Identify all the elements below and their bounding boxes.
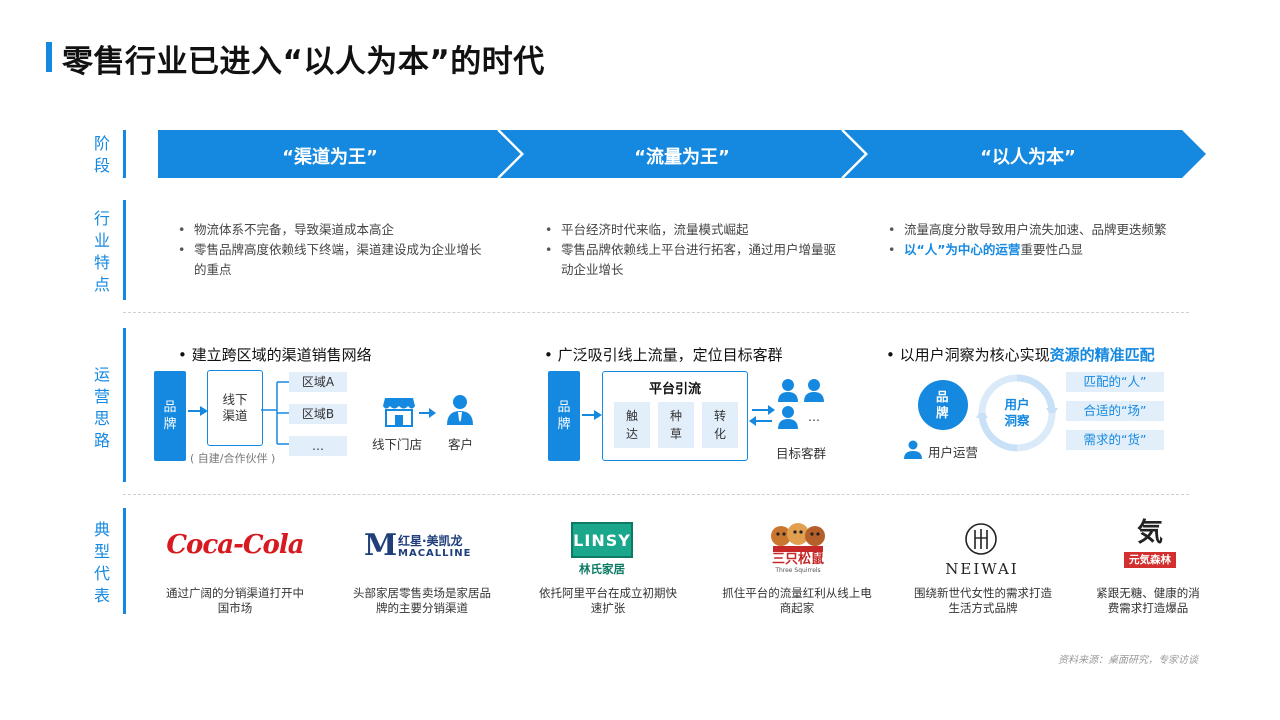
logo-macalline: M 红星·美凯龙 MACALLINE bbox=[364, 528, 472, 563]
features-col3: 流量高度分散导致用户流失加速、品牌更迭频繁 以“人”为中心的运营重要性凸显 bbox=[886, 220, 1196, 260]
logo-neiwai-text: NEIWAI bbox=[945, 560, 1019, 578]
user-insight-label: 用户洞察 bbox=[1004, 397, 1030, 428]
self-partner-note: ( 自建/合作伙伴 ) bbox=[190, 452, 276, 465]
insight-cycle-icon bbox=[976, 374, 1058, 452]
features-col2: 平台经济时代来临，流量模式崛起 零售品牌依赖线上平台进行拓客，通过用户增量驱动企… bbox=[543, 220, 848, 280]
stage-chevron-1 bbox=[158, 130, 522, 178]
region-more: … bbox=[289, 436, 347, 456]
logo-coca-cola: Coca-Cola bbox=[166, 530, 304, 560]
stage-3-label: “以人为本” bbox=[980, 147, 1076, 168]
three-squirrels-mascot-icon bbox=[771, 523, 825, 552]
feature-item: 平台经济时代来临，流量模式崛起 bbox=[543, 220, 848, 240]
stage-1-label: “渠道为王” bbox=[282, 147, 378, 168]
customer-icon bbox=[447, 395, 473, 425]
ops-col3-heading: 以用户洞察为核心实现资源的精准匹配 bbox=[886, 344, 1155, 365]
user-ops-label: 用户运营 bbox=[928, 445, 979, 460]
example-desc-neiwai: 围绕新世代女性的需求打造生活方式品牌 bbox=[914, 586, 1052, 615]
source-note: 资料来源：桌面研究，专家访谈 bbox=[1058, 655, 1198, 666]
stage-chevrons bbox=[158, 130, 1206, 179]
tag-place: 合适的“场” bbox=[1066, 401, 1164, 421]
arrow-icon bbox=[419, 408, 436, 418]
feature-item: 物流体系不完备，导致渠道成本高企 bbox=[176, 220, 486, 240]
step-seed: 种草 bbox=[658, 402, 694, 448]
ops-col1-heading: 建立跨区域的渠道销售网络 bbox=[178, 344, 372, 365]
logo-three-squirrels-cn: 三只松鼠 bbox=[771, 552, 824, 567]
example-desc-macalline: 头部家居零售卖场是家居品牌的主要分销渠道 bbox=[353, 586, 491, 615]
exchange-arrows-icon bbox=[749, 405, 775, 426]
step-reach: 触达 bbox=[614, 402, 650, 448]
target-group-label: 目标客群 bbox=[776, 446, 827, 461]
logo-genki-mark: 気 bbox=[1136, 518, 1163, 548]
store-label: 线下门店 bbox=[372, 437, 423, 452]
arrow-icon bbox=[582, 410, 602, 420]
logo-linsy-cn: 林氏家居 bbox=[579, 562, 625, 576]
row-line-stage bbox=[123, 130, 126, 178]
ops-col2-heading: 广泛吸引线上流量，定位目标客群 bbox=[544, 344, 783, 365]
stage-chevron-2 bbox=[500, 130, 866, 178]
target-more: … bbox=[808, 410, 820, 424]
region-b: 区域B bbox=[289, 404, 347, 424]
row-label-features: 行业特点 bbox=[94, 209, 111, 294]
ops-col3-brand-circle: 品牌 bbox=[918, 380, 968, 430]
neiwai-emblem-icon bbox=[965, 523, 997, 555]
store-icon bbox=[383, 398, 415, 427]
row-line-features bbox=[123, 200, 126, 300]
customer-label: 客户 bbox=[448, 437, 474, 452]
feature-item: 零售品牌高度依赖线下终端，渠道建设成为企业增长的重点 bbox=[176, 240, 486, 280]
ops-offline-channel-box: 线下渠道 bbox=[207, 370, 263, 446]
branch-lines bbox=[261, 381, 291, 445]
platform-label: 平台引流 bbox=[648, 382, 701, 397]
example-desc-genki: 紧跟无糖、健康的消费需求打造爆品 bbox=[1096, 586, 1200, 615]
row-label-examples: 典型代表 bbox=[94, 520, 111, 605]
tag-people: 匹配的“人” bbox=[1066, 372, 1164, 392]
row-label-operations: 运营思路 bbox=[94, 365, 111, 450]
ops-col2-brand: 品牌 bbox=[548, 371, 580, 461]
region-a: 区域A bbox=[289, 372, 347, 392]
logo-genki-cn: 元気森林 bbox=[1124, 552, 1176, 568]
stage-2-label: “流量为王” bbox=[634, 147, 730, 168]
feature-item: 流量高度分散导致用户流失加速、品牌更迭频繁 bbox=[886, 220, 1196, 240]
tag-goods: 需求的“货” bbox=[1066, 430, 1164, 450]
stage-chevron-3 bbox=[844, 130, 1206, 178]
logo-linsy: LINSY bbox=[571, 522, 633, 558]
feature-item-highlight: 以“人”为中心的运营重要性凸显 bbox=[886, 240, 1196, 260]
row-line-examples bbox=[123, 508, 126, 614]
ops-col1-brand: 品牌 bbox=[154, 371, 186, 461]
separator-2 bbox=[123, 494, 1189, 495]
example-desc-three-squirrels: 抓住平台的流量红利从线上电商起家 bbox=[722, 586, 872, 615]
row-label-stage: 阶段 bbox=[94, 134, 111, 175]
separator-1 bbox=[123, 312, 1189, 313]
example-desc-linsy: 依托阿里平台在成立初期快速扩张 bbox=[539, 586, 677, 615]
page-title: 零售行业已进入“以人为本”的时代 bbox=[62, 44, 545, 80]
logo-three-squirrels-en: Three Squirrels bbox=[775, 567, 821, 574]
row-line-operations bbox=[123, 328, 126, 482]
features-col1: 物流体系不完备，导致渠道成本高企 零售品牌高度依赖线下终端，渠道建设成为企业增长… bbox=[176, 220, 486, 280]
title-accent-bar bbox=[46, 42, 52, 72]
example-desc-cocacola: 通过广阔的分销渠道打开中国市场 bbox=[166, 586, 304, 615]
arrow-icon bbox=[188, 406, 208, 416]
user-icon bbox=[904, 440, 922, 459]
feature-item: 零售品牌依赖线上平台进行拓客，通过用户增量驱动企业增长 bbox=[543, 240, 848, 280]
step-convert: 转化 bbox=[702, 402, 738, 448]
target-group-icon bbox=[778, 379, 824, 429]
